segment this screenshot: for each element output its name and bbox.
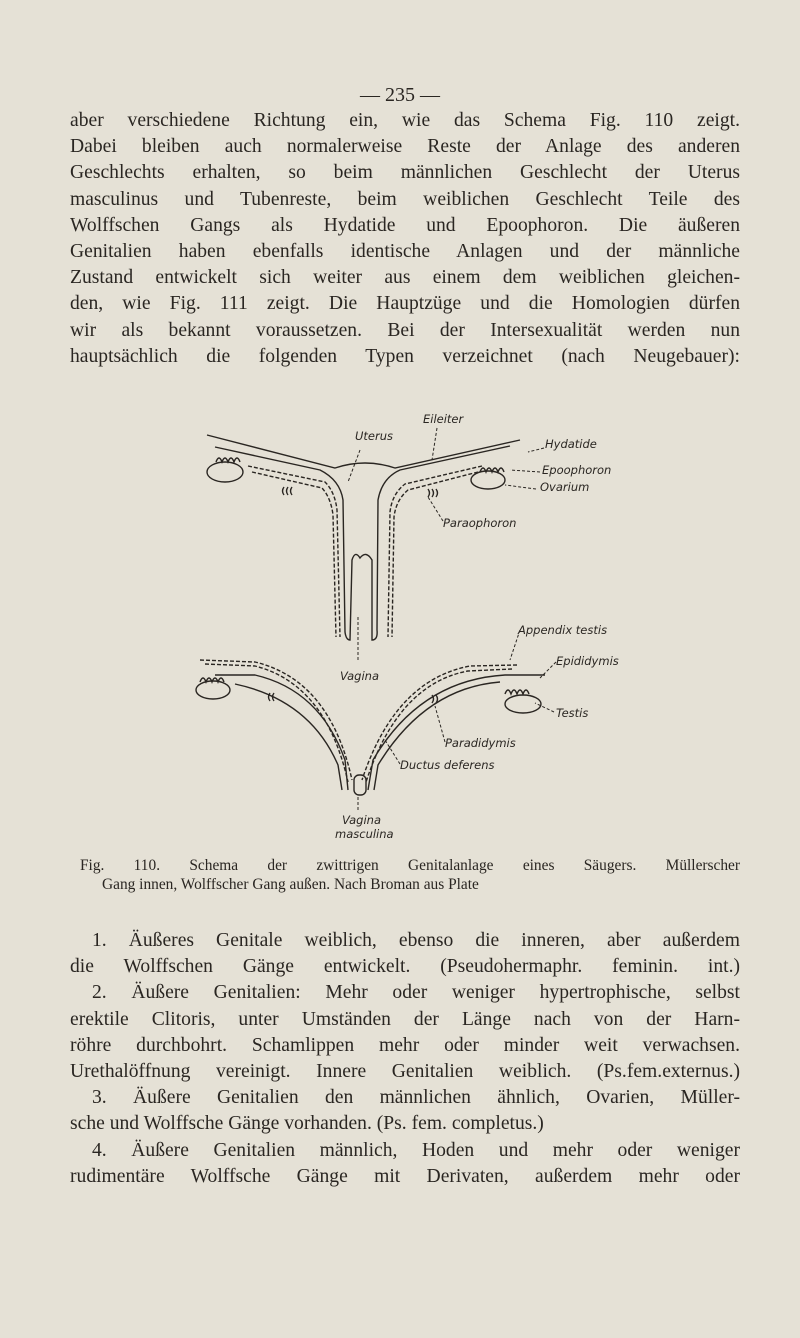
list-line: röhre durchbohrt. Schamlippen mehr oder …: [70, 1034, 740, 1056]
caption-line: Fig. 110. Schema der zwittrigen Genitala…: [80, 857, 740, 874]
label-vagina-masculina-2: masculina: [335, 827, 394, 841]
caption-line: Gang innen, Wolffscher Gang außen. Nach …: [102, 876, 479, 893]
text-line: hauptsächlich die folgenden Typen verzei…: [70, 345, 740, 367]
wolff-duct-right-inner: [391, 471, 479, 638]
muller-duct-left: [199, 659, 353, 783]
text-line: wir als bekannt voraussetzen. Bei der In…: [70, 319, 740, 341]
list-line: die Wolffschen Gänge entwickelt. (Pseudo…: [70, 956, 740, 978]
label-leaders-male: [357, 629, 557, 812]
text-line: Geschlechts erhalten, so beim männlichen…: [70, 162, 740, 184]
label-vagina: Vagina: [340, 669, 379, 683]
text-line: Zustand entwickelt sich weiter aus einem…: [70, 267, 740, 289]
label-epoophoron: Epoophoron: [542, 463, 611, 477]
epididymis-tubules: [199, 677, 530, 696]
label-ovarium: Ovarium: [540, 480, 589, 494]
ductus-deferens-left: [215, 674, 349, 791]
text-line: Dabei bleiben auch normalerweise Reste d…: [70, 136, 740, 158]
list-line: 2. Äußere Genitalien: Mehr oder weniger …: [92, 982, 740, 1004]
paraophoron-squiggles: [281, 486, 439, 498]
label-paraophoron: Paraophoron: [443, 516, 516, 530]
paradidymis-squiggles: [267, 692, 439, 704]
male-schema: [195, 629, 557, 812]
testis-right: [504, 694, 542, 714]
list-line: 4. Äußere Genitalien männlich, Hoden und…: [92, 1139, 740, 1161]
label-eileiter: Eileiter: [423, 412, 465, 426]
text-line: aber verschiedene Richtung ein, wie das …: [70, 110, 740, 131]
eileiter-outline: [206, 434, 521, 469]
list-line: 1. Äußeres Genitale weiblich, ebenso die…: [92, 930, 740, 951]
figure-110-schema: Eileiter Uterus Hydatide Epoophoron Ovar…: [195, 412, 619, 841]
text-line: Genitalien haben ebenfalls identische An…: [70, 241, 740, 263]
label-ductus-deferens: Ductus deferens: [400, 758, 495, 772]
ductus-deferens-right: [367, 674, 545, 791]
ovarium-left: [206, 461, 244, 483]
wolff-duct-left-inner: [251, 471, 337, 638]
label-hydatide: Hydatide: [545, 437, 597, 451]
epoophoron-tubules: [215, 457, 505, 474]
text-line: masculinus und Tubenreste, beim weiblich…: [70, 188, 740, 210]
page-number: — 235 —: [360, 84, 440, 106]
wolff-duct-left: [247, 465, 341, 638]
label-uterus: Uterus: [355, 429, 393, 443]
list-line: Urethalöffnung vereinigt. Innere Genital…: [70, 1061, 740, 1083]
uterus-vagina-outline: [214, 445, 511, 641]
types-list: 1. Äußeres Genitale weiblich, ebenso die…: [70, 928, 740, 1190]
intro-paragraph: aber verschiedene Richtung ein, wie das …: [70, 108, 740, 370]
ovarium-right: [470, 470, 506, 490]
female-schema: [206, 427, 545, 660]
vagina-masculina: [353, 774, 367, 796]
text-line: Wolffschen Gangs als Hydatide und Epooph…: [70, 214, 740, 236]
text-line: den, wie Fig. 111 zeigt. Die Hauptzüge u…: [70, 293, 740, 315]
testis-left: [195, 680, 231, 700]
figure-caption: Fig. 110. Schema der zwittrigen Genitala…: [80, 856, 740, 894]
label-appendix-testis: Appendix testis: [517, 623, 607, 637]
list-line: 3. Äußere Genitalien den männlichen ähnl…: [92, 1087, 740, 1109]
muller-duct-right: [361, 664, 518, 783]
wolff-duct-right: [387, 465, 483, 638]
label-testis: Testis: [556, 706, 588, 720]
list-line: rudimentäre Wolffsche Gänge mit Derivate…: [70, 1165, 740, 1187]
label-vagina-masculina: Vagina: [342, 813, 381, 827]
label-paradidymis: Paradidymis: [445, 736, 516, 750]
label-epididymis: Epididymis: [556, 654, 619, 668]
list-line: erektile Clitoris, unter Umständen der L…: [70, 1008, 740, 1030]
label-leaders: [347, 427, 545, 660]
list-line: sche und Wolffsche Gänge vorhanden. (Ps.…: [70, 1113, 544, 1135]
